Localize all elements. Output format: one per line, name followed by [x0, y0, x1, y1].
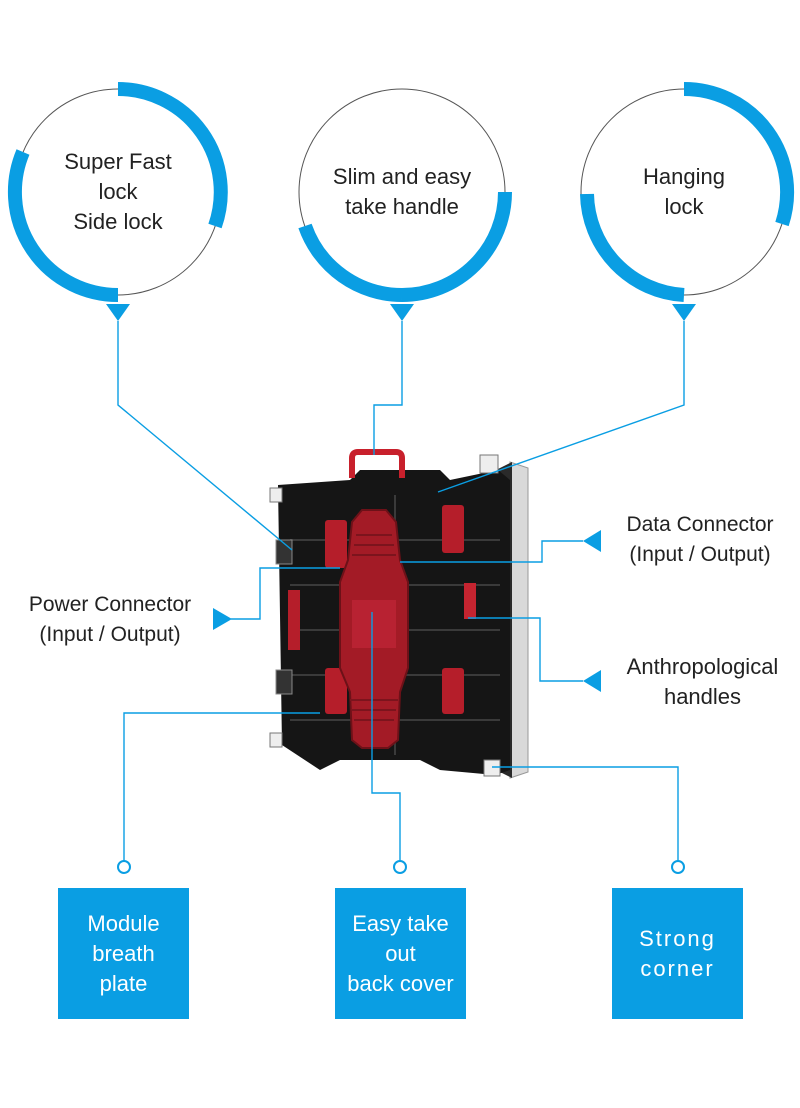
feature-box-module-breath-plate: Module breath plate: [58, 888, 189, 1019]
label-power-connector: Power Connector (Input / Output): [28, 593, 192, 646]
label-data-connector: Data Connector (Input / Output): [626, 513, 774, 566]
connector-lines: [117, 321, 685, 864]
line-end-dot: [671, 860, 685, 874]
pointer-triangle: [583, 670, 601, 692]
feature-box-strong-corner: Strong corner: [612, 888, 743, 1019]
led-cabinet-illustration: [269, 449, 529, 779]
ring-super-fast-lock: [7, 82, 228, 302]
ring-hanging-lock: [580, 82, 795, 302]
ring-slim-handle: [298, 88, 512, 302]
feature-slim-handle: Slim and easy take handle: [332, 164, 472, 219]
line-end-dot: [117, 860, 131, 874]
pointer-triangle: [583, 530, 601, 552]
pointer-triangle: [390, 304, 414, 321]
feature-super-fast-lock: Super Fast lock Side lock: [64, 149, 172, 234]
feature-box-easy-back-cover: Easy take out back cover: [335, 888, 466, 1019]
pointer-triangle: [672, 304, 696, 321]
label-anthropological-handles: Anthropological handles: [626, 654, 779, 709]
pointer-triangle: [106, 304, 130, 321]
pointer-triangle: [213, 608, 232, 630]
feature-hanging-lock: Hanging lock: [643, 164, 725, 219]
line-end-dot: [393, 860, 407, 874]
